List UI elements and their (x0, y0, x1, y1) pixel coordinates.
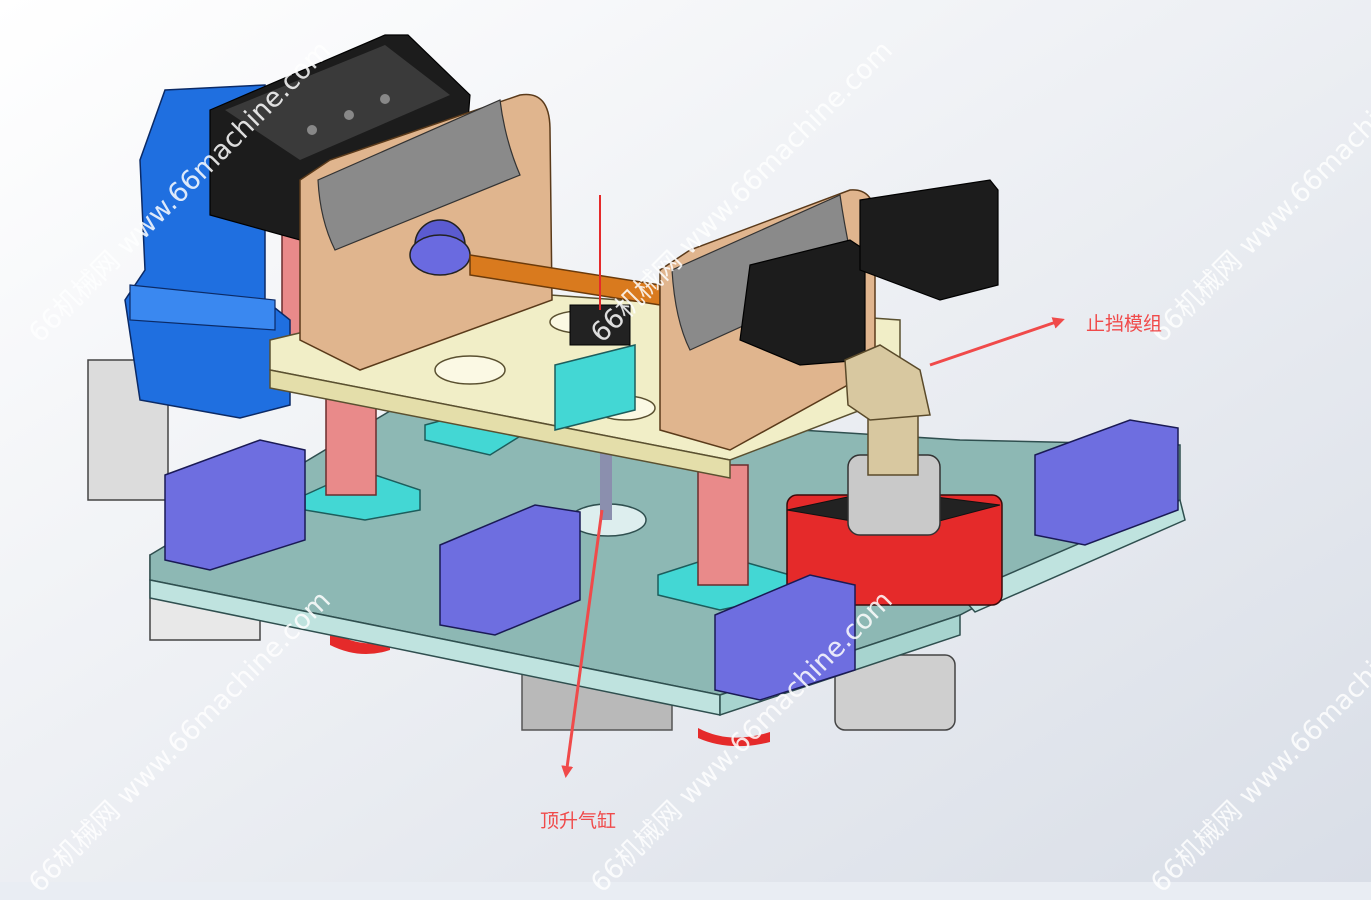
stop-cylinder (786, 404, 1003, 606)
left-side-plate (299, 93, 553, 371)
right-side-plate (659, 179, 999, 451)
lift-cylinder-arrow (561, 509, 604, 778)
sensor-bracket (554, 304, 636, 431)
purple-blocks (164, 419, 1179, 701)
support-pillars (281, 234, 749, 586)
lift-cylinder-label: 顶升气缸 (540, 810, 617, 832)
stop-module-label: 止挡模组 (1086, 313, 1163, 335)
stop-module-arrow (929, 317, 1065, 367)
